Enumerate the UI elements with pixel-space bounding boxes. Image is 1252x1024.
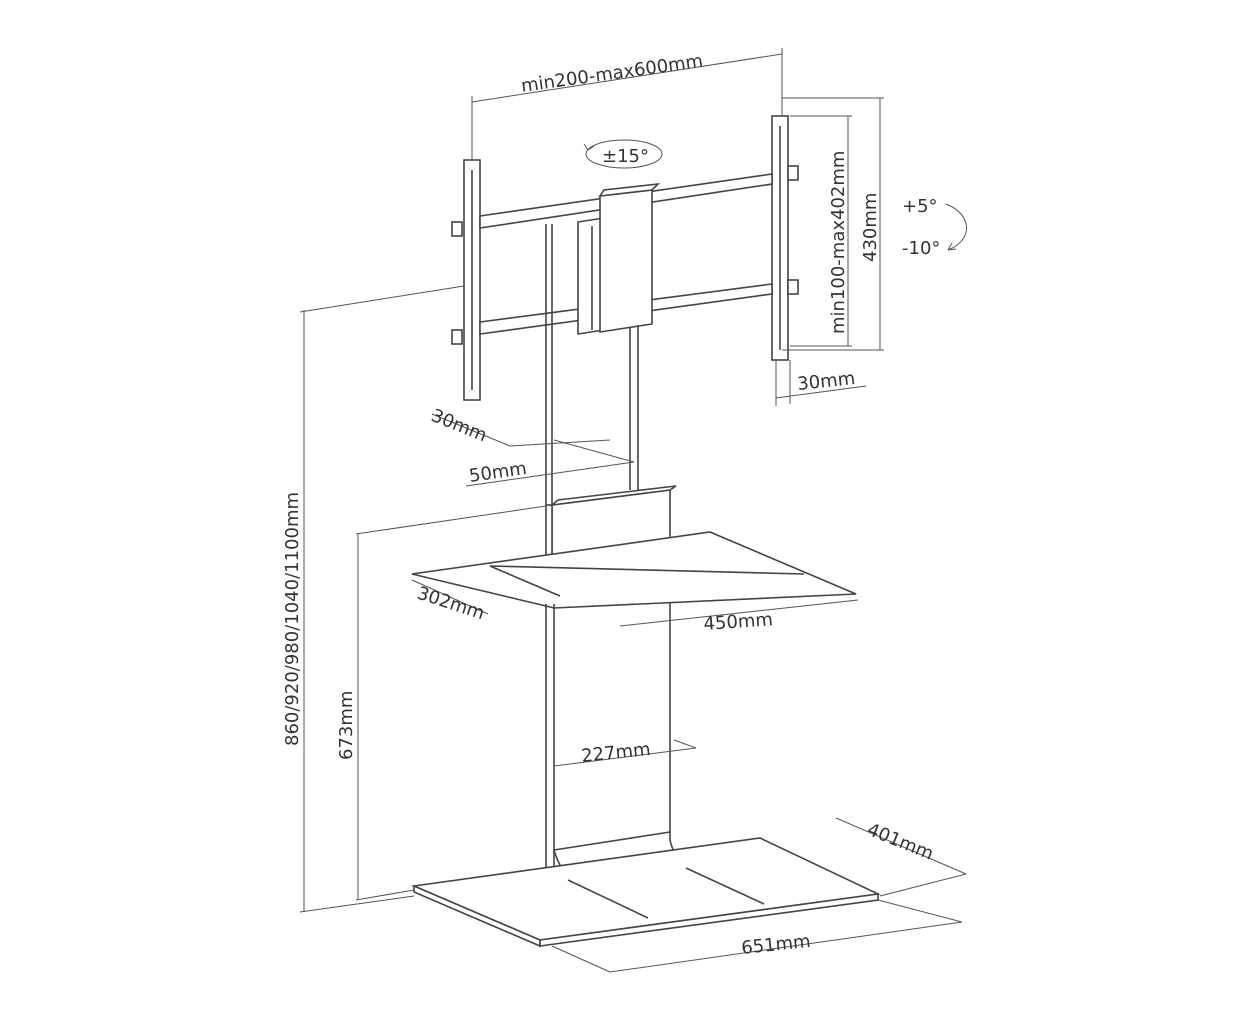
dim-shelf-height: 673mm [336, 505, 547, 901]
dim-column-width-label: 50mm [468, 458, 528, 487]
dim-bracket-depth-right-label: 30mm [796, 368, 856, 395]
dim-overall-height: 860/920/980/1040/1100mm [282, 285, 465, 913]
dim-tilt-up-label: +5° [902, 196, 938, 217]
dim-shelf-width: 450mm [619, 599, 859, 635]
dim-shelf-height-label: 673mm [336, 691, 357, 760]
dim-bracket-depth-left-label: 30mm [428, 405, 490, 446]
shelf [411, 531, 857, 609]
dim-width-range: min200-max600mm [471, 48, 783, 160]
dim-vertical-range: min100-max402mm [790, 115, 852, 347]
right-mounting-plate [771, 115, 799, 361]
dim-rotation-label: ±15° [602, 146, 649, 167]
rear-bracket [577, 217, 605, 335]
left-mounting-plate [451, 159, 481, 401]
dim-tilt: +5° -10° [902, 196, 967, 259]
dim-plate-height: 430mm [782, 97, 884, 351]
dim-width-range-label: min200-max600mm [520, 51, 705, 97]
dim-column-depth: 227mm [553, 739, 697, 767]
dim-column-width: 50mm [465, 439, 635, 487]
dim-bracket-depth-right: 30mm [775, 360, 867, 406]
dim-base-width-label: 651mm [740, 931, 811, 959]
dim-shelf-width-label: 450mm [703, 609, 774, 635]
dim-plate-height-label: 430mm [860, 193, 881, 262]
dim-base-depth-label: 401mm [864, 819, 936, 864]
center-mount-block [598, 182, 661, 333]
dim-tilt-down-label: -10° [902, 238, 940, 259]
column [545, 224, 639, 505]
dim-vertical-range-label: min100-max402mm [828, 151, 849, 334]
dim-overall-height-label: 860/920/980/1040/1100mm [282, 492, 303, 746]
base [411, 837, 881, 948]
dim-rotation: ±15° [583, 139, 663, 169]
dim-bracket-depth-left: 30mm [428, 405, 611, 447]
tv-stand [411, 115, 881, 948]
dim-column-depth-label: 227mm [580, 739, 651, 767]
